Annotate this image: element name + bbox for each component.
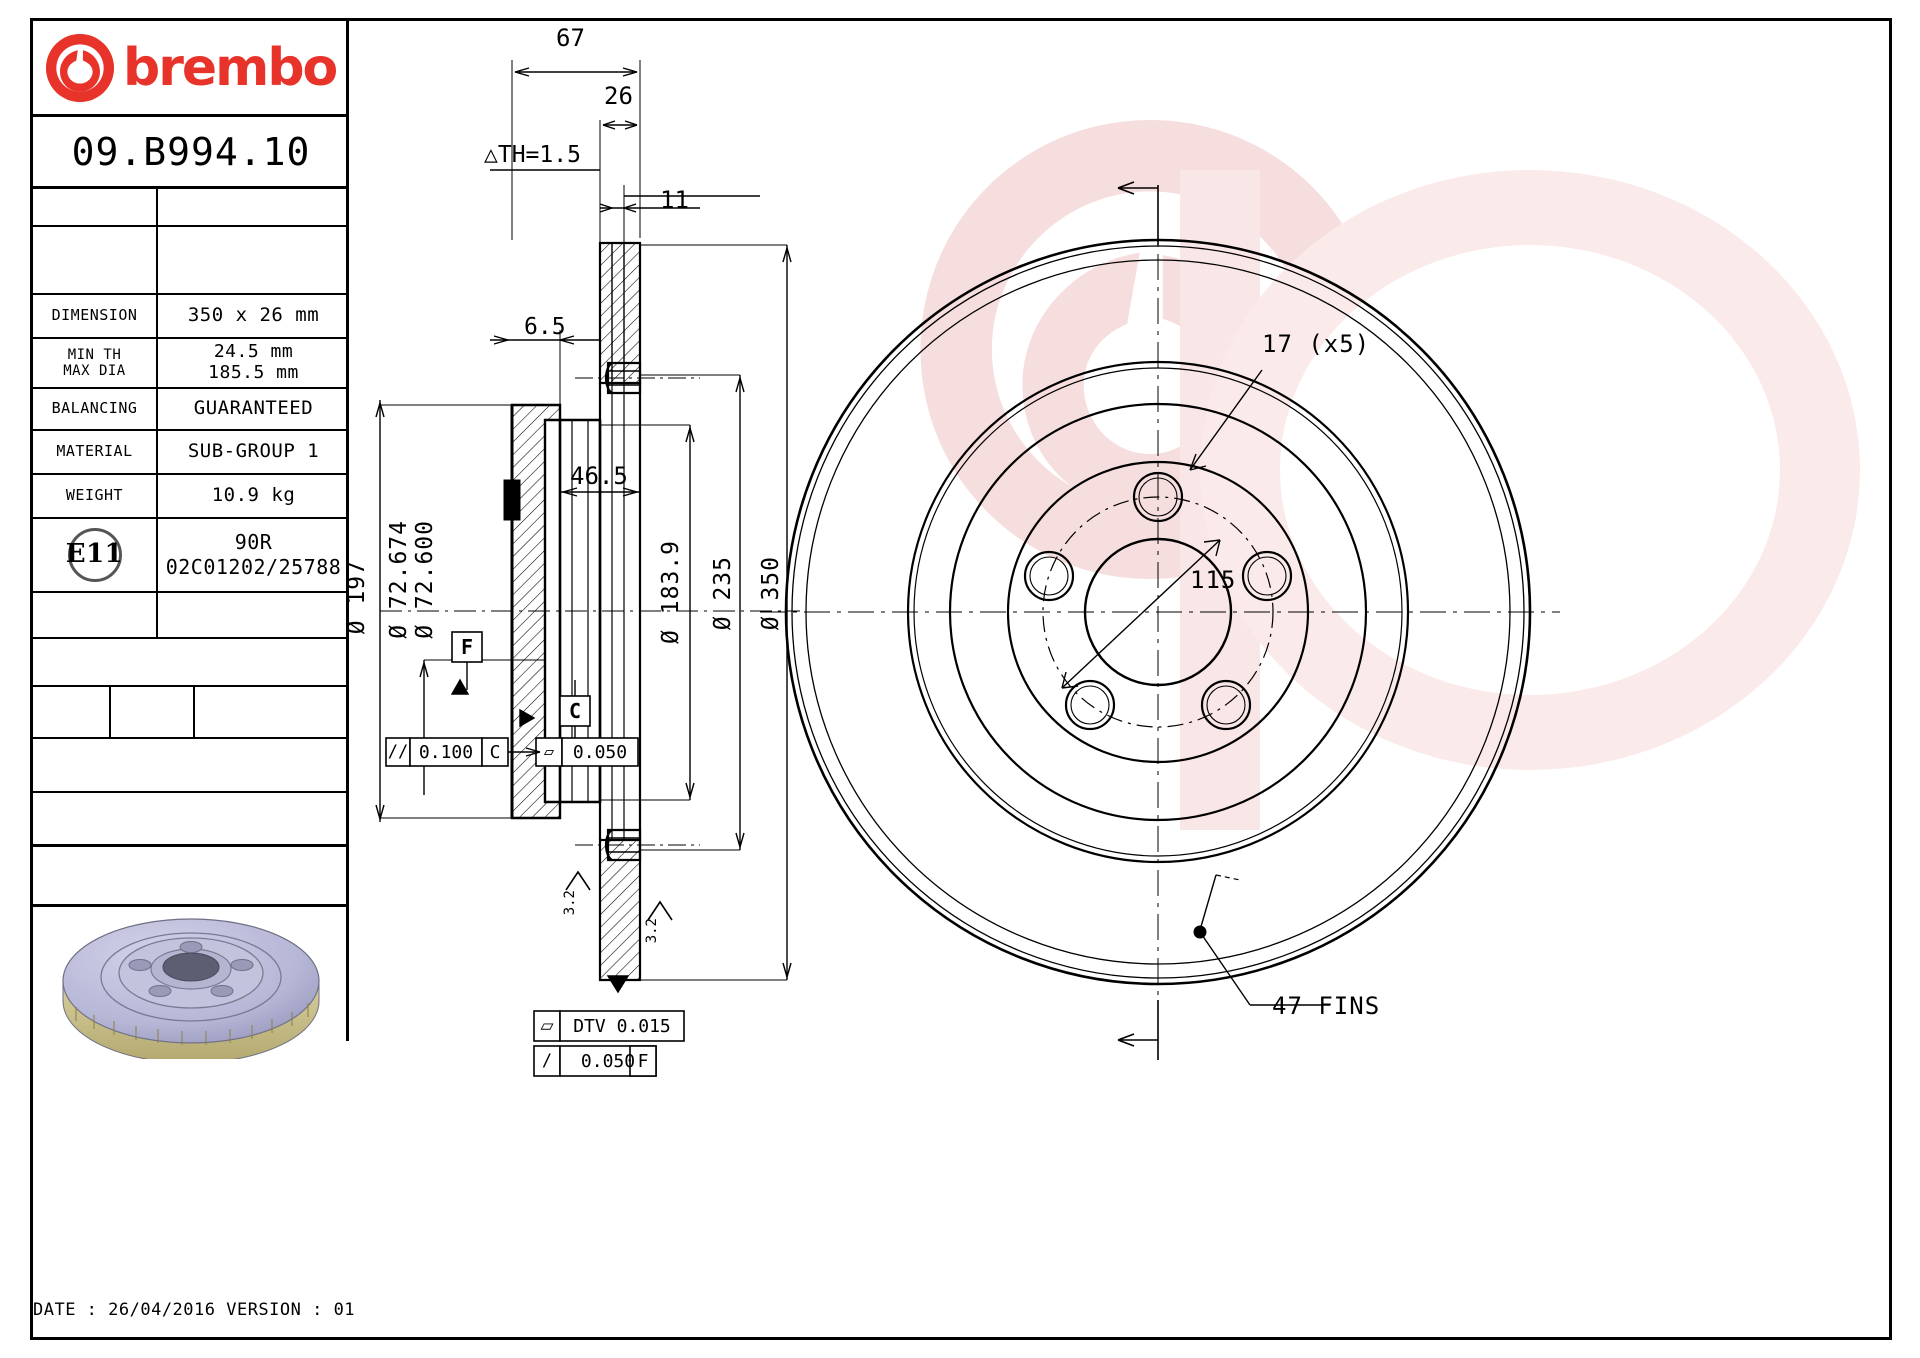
dtv-value: DTV 0.015 [573,1015,671,1037]
spec-row-empty-7 [33,793,349,847]
spec-label-empty-4 [33,639,158,685]
spec-value-empty-4 [158,639,349,685]
gdt-frames [385,631,685,1077]
spec-value-empty-1 [158,189,349,225]
spec-label-empty-7 [33,793,158,844]
part-code-row: 09.B994.10 [33,117,349,189]
brand-logo: brembo [33,21,349,117]
spec-value-empty-8 [158,847,349,904]
part-code: 09.B994.10 [71,129,311,174]
spec-row-empty-3 [33,593,349,639]
dim-hat-width: 26 [604,82,633,110]
product-render [33,907,349,1061]
spec-row-empty-5 [33,687,349,739]
spec-value-dimension: 350 x 26 mm [187,304,320,327]
spec-label-minth-maxdia: MIN TH MAX DIA [33,339,158,387]
datum-c-label: C [568,699,582,723]
spec-row-empty-2 [33,227,349,295]
runout-value: 0.050 [580,1050,636,1072]
spec-row-balancing: BALANCING GUARANTEED [33,389,349,431]
spec-row-empty-1 [33,189,349,227]
pcd-callout: 115 [1190,566,1237,594]
spec-label-empty-8 [33,847,158,904]
spec-value-empty-5 [195,687,349,737]
e11-mark-icon: E11 [66,528,123,582]
date-version-line: DATE : 26/04/2016 VERSION : 01 [33,1300,356,1320]
gdt-leaders [450,662,630,994]
spec-value-material: SUB-GROUP 1 [187,440,320,463]
homologation-line1: 90R [234,530,273,554]
spec-value-weight: 10.9 kg [211,484,296,507]
spec-label-empty-1 [33,189,158,225]
surface-finish-symbols [565,870,673,921]
runout-datum: F [637,1050,649,1072]
spec-row-empty-6 [33,739,349,793]
spec-value-balancing: GUARANTEED [193,397,314,420]
spec-row-empty-8 [33,847,349,907]
bolt-hole-callout: 17 (x5) [1262,330,1371,358]
spec-value-empty-6 [158,739,349,791]
brake-disc-render-icon [62,918,320,1059]
spec-label-empty-2 [33,227,158,293]
parallelism-symbol: // [387,742,409,762]
dim-flange-thickness: 11 [660,186,689,214]
dtv-symbol: ⏥ [540,1016,554,1036]
spec-label-weight: WEIGHT [33,475,158,517]
parallelism-datum: C [489,741,501,763]
spec-label-empty-6 [33,739,158,791]
runout-symbol: / [541,1051,553,1071]
dim-inner-depth: 46.5 [570,462,628,490]
dim-th-variation: △TH=1.5 [484,142,581,168]
brand-name: brembo [123,37,338,98]
spec-row-empty-4 [33,639,349,687]
fins-callout: 47 FINS [1272,992,1381,1020]
homologation-line2: 02C01202/25788 [165,555,342,579]
dim-offset: 6.5 [524,314,566,340]
spec-value-minth-maxdia: 24.5 mm 185.5 mm [208,341,299,383]
spec-row-weight: WEIGHT 10.9 kg [33,475,349,519]
spec-row-minth-maxdia: MIN TH MAX DIA 24.5 mm 185.5 mm [33,339,349,389]
dim-overall-width: 67 [556,24,585,52]
spec-value-empty-3 [158,593,349,637]
sheet-border [30,18,1892,1340]
spec-row-material: MATERIAL SUB-GROUP 1 [33,431,349,475]
spec-label-dimension: DIMENSION [33,295,158,337]
spec-row-dimension: DIMENSION 350 x 26 mm [33,295,349,339]
title-block: brembo 09.B994.10 DIMENSION 350 x 26 mm … [33,21,349,1059]
homologation-mark-cell: E11 [33,519,158,591]
parallelism-value: 0.100 [418,741,474,763]
spec-label-empty-5b [111,687,195,737]
section-dimensions [375,60,792,981]
spec-label-empty-3 [33,593,158,637]
spec-value-empty-7 [158,793,349,844]
spec-label-balancing: BALANCING [33,389,158,429]
spec-value-empty-2 [158,227,349,293]
datum-f-label: F [460,635,474,659]
brembo-logo-icon [45,33,115,102]
homologation-value-cell: 90R 02C01202/25788 [158,519,349,591]
spec-label-material: MATERIAL [33,431,158,473]
spec-row-homologation: E11 90R 02C01202/25788 [33,519,349,593]
flatness-symbol: ▱ [543,742,555,762]
face-view-geometry [760,181,1560,1060]
spec-label-empty-5a [33,687,111,737]
section-view-geometry [380,241,800,982]
flatness-value: 0.050 [572,741,628,763]
